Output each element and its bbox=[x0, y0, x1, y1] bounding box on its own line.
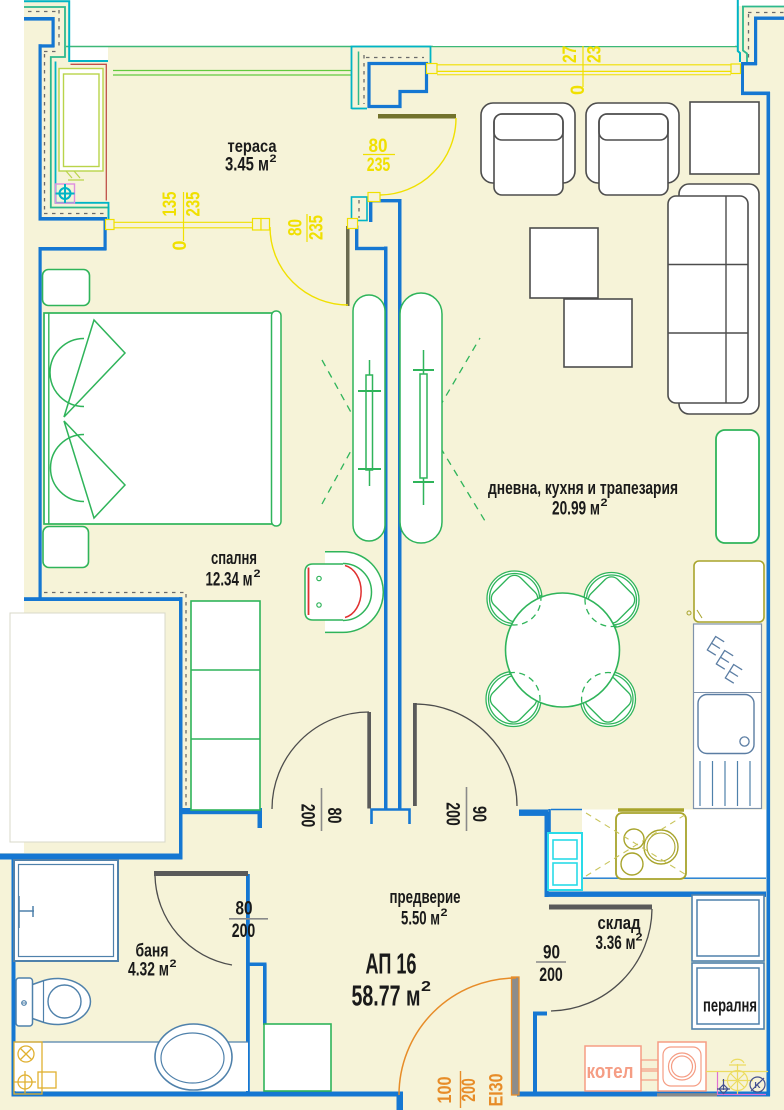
svg-text:90: 90 bbox=[543, 942, 560, 964]
svg-text:0: 0 bbox=[169, 240, 191, 250]
svg-text:80: 80 bbox=[236, 898, 253, 920]
svg-text:3.45 м: 3.45 м bbox=[225, 154, 269, 176]
svg-text:135: 135 bbox=[159, 191, 181, 216]
svg-text:тераса: тераса bbox=[228, 136, 277, 156]
svg-text:дневна, кухня и трапезария: дневна, кухня и трапезария bbox=[488, 477, 678, 498]
svg-text:235: 235 bbox=[306, 215, 328, 240]
svg-text:2: 2 bbox=[254, 568, 261, 580]
svg-text:200: 200 bbox=[539, 964, 563, 986]
svg-text:2: 2 bbox=[421, 978, 431, 995]
svg-text:4.32 м: 4.32 м bbox=[128, 959, 169, 981]
svg-text:2: 2 bbox=[601, 497, 608, 509]
svg-text:100: 100 bbox=[434, 1076, 456, 1103]
svg-text:90: 90 bbox=[468, 806, 490, 822]
svg-text:80: 80 bbox=[285, 219, 307, 236]
svg-text:0: 0 bbox=[567, 85, 589, 95]
svg-text:АП 16: АП 16 bbox=[366, 949, 417, 981]
svg-text:баня: баня bbox=[136, 940, 169, 961]
svg-text:5.50 м: 5.50 м bbox=[401, 908, 440, 930]
svg-text:пералня: пералня bbox=[703, 996, 757, 1016]
svg-text:80: 80 bbox=[369, 135, 388, 157]
svg-text:2: 2 bbox=[170, 958, 177, 970]
svg-text:предверие: предверие bbox=[390, 886, 461, 907]
svg-text:12.34 м: 12.34 м bbox=[206, 569, 253, 591]
svg-text:200: 200 bbox=[297, 804, 319, 828]
svg-text:235: 235 bbox=[183, 191, 205, 216]
svg-text:спалня: спалня bbox=[211, 547, 257, 568]
svg-text:EI30: EI30 bbox=[486, 1073, 508, 1106]
svg-text:3.36 м: 3.36 м bbox=[596, 932, 636, 954]
svg-text:200: 200 bbox=[458, 1078, 480, 1102]
svg-text:котел: котел bbox=[587, 1061, 634, 1083]
svg-text:80: 80 bbox=[323, 808, 345, 824]
svg-text:200: 200 bbox=[232, 920, 256, 942]
svg-text:2: 2 bbox=[636, 932, 643, 944]
svg-text:235: 235 bbox=[367, 154, 391, 176]
svg-text:200: 200 bbox=[442, 802, 464, 826]
svg-text:K: K bbox=[754, 1080, 761, 1090]
svg-text:2: 2 bbox=[270, 153, 277, 165]
svg-text:20.99 м: 20.99 м bbox=[552, 498, 600, 520]
svg-text:склад: склад bbox=[598, 912, 641, 933]
svg-text:2: 2 bbox=[441, 907, 448, 919]
svg-text:58.77 м: 58.77 м bbox=[352, 981, 421, 1013]
